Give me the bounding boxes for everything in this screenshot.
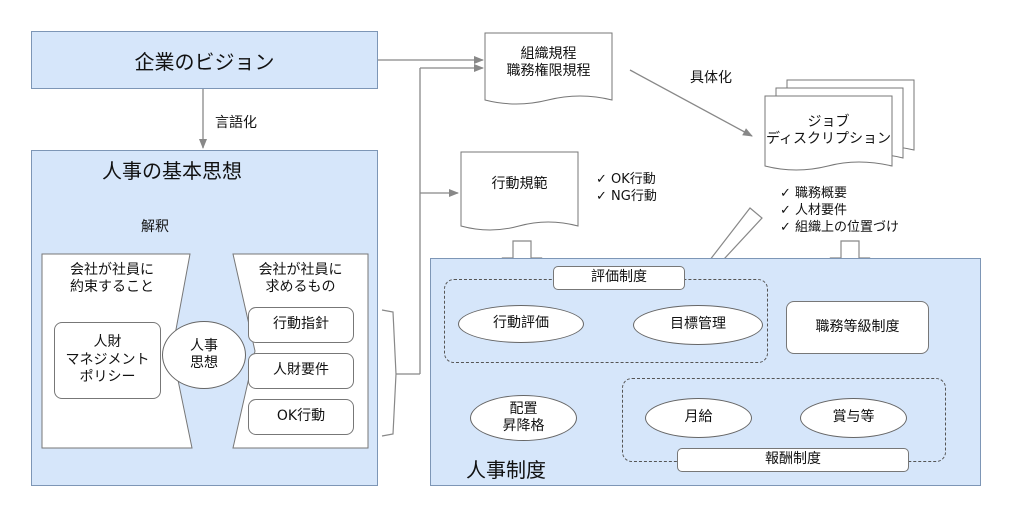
salary-node: 月給 xyxy=(645,398,752,438)
vision-box: 企業のビジョン xyxy=(31,31,378,89)
verbalize-label: 言語化 xyxy=(215,115,257,131)
job-desc-item: ✓ 組織上の位置づけ xyxy=(780,220,900,235)
promise-label: 会社が社員に 約束すること xyxy=(70,261,154,296)
job-desc-items-list: ✓ 職務概要 ✓ 人材要件 ✓ 組織上の位置づけ xyxy=(780,185,899,236)
arrow-concretize xyxy=(629,69,753,137)
bracket-demand-items xyxy=(381,309,420,437)
job-desc-item: ✓ 人材要件 xyxy=(780,203,848,218)
placement-node: 配置 昇降格 xyxy=(470,395,577,441)
hr-thought-ellipse: 人事 思想 xyxy=(162,321,246,389)
goal-mgmt-node: 目標管理 xyxy=(633,305,763,345)
job-description-doc: ジョブ ディスクリプション xyxy=(765,113,892,148)
conduct-code-doc: 行動規範 xyxy=(491,176,548,193)
org-rules-doc: 組織規程 職務権限規程 xyxy=(506,45,591,80)
conduct-item: ✓ OK行動 xyxy=(596,172,656,187)
bonus-node: 賞与等 xyxy=(800,398,907,438)
job-desc-item: ✓ 職務概要 xyxy=(780,186,848,201)
interpretation-label: 解釈 xyxy=(141,219,169,235)
demand-item-guideline: 行動指針 xyxy=(248,307,354,343)
job-grade-node: 職務等級制度 xyxy=(786,301,929,354)
demand-label: 会社が社員に 求めるもの xyxy=(258,261,343,296)
behavior-eval-node: 行動評価 xyxy=(458,305,584,343)
demand-item-ok-behavior: OK行動 xyxy=(248,399,354,435)
policy-box: 人財 マネジメント ポリシー xyxy=(54,322,161,399)
evaluation-system-label: 評価制度 xyxy=(553,266,685,290)
conduct-item: ✓ NG行動 xyxy=(596,189,657,204)
hr-system-title: 人事制度 xyxy=(466,458,546,482)
compensation-label: 報酬制度 xyxy=(677,448,909,472)
vision-label: 企業のビジョン xyxy=(134,49,275,74)
demand-item-requirements: 人財要件 xyxy=(248,353,354,389)
basic-philosophy-panel: 人事の基本思想 解釈 会社が社員に 約束すること 会社が社員に 求めるもの 人財… xyxy=(31,150,378,486)
conduct-items-list: ✓ OK行動 ✓ NG行動 xyxy=(596,171,657,205)
basic-philosophy-title: 人事の基本思想 xyxy=(102,159,242,183)
concretize-label: 具体化 xyxy=(690,70,732,86)
